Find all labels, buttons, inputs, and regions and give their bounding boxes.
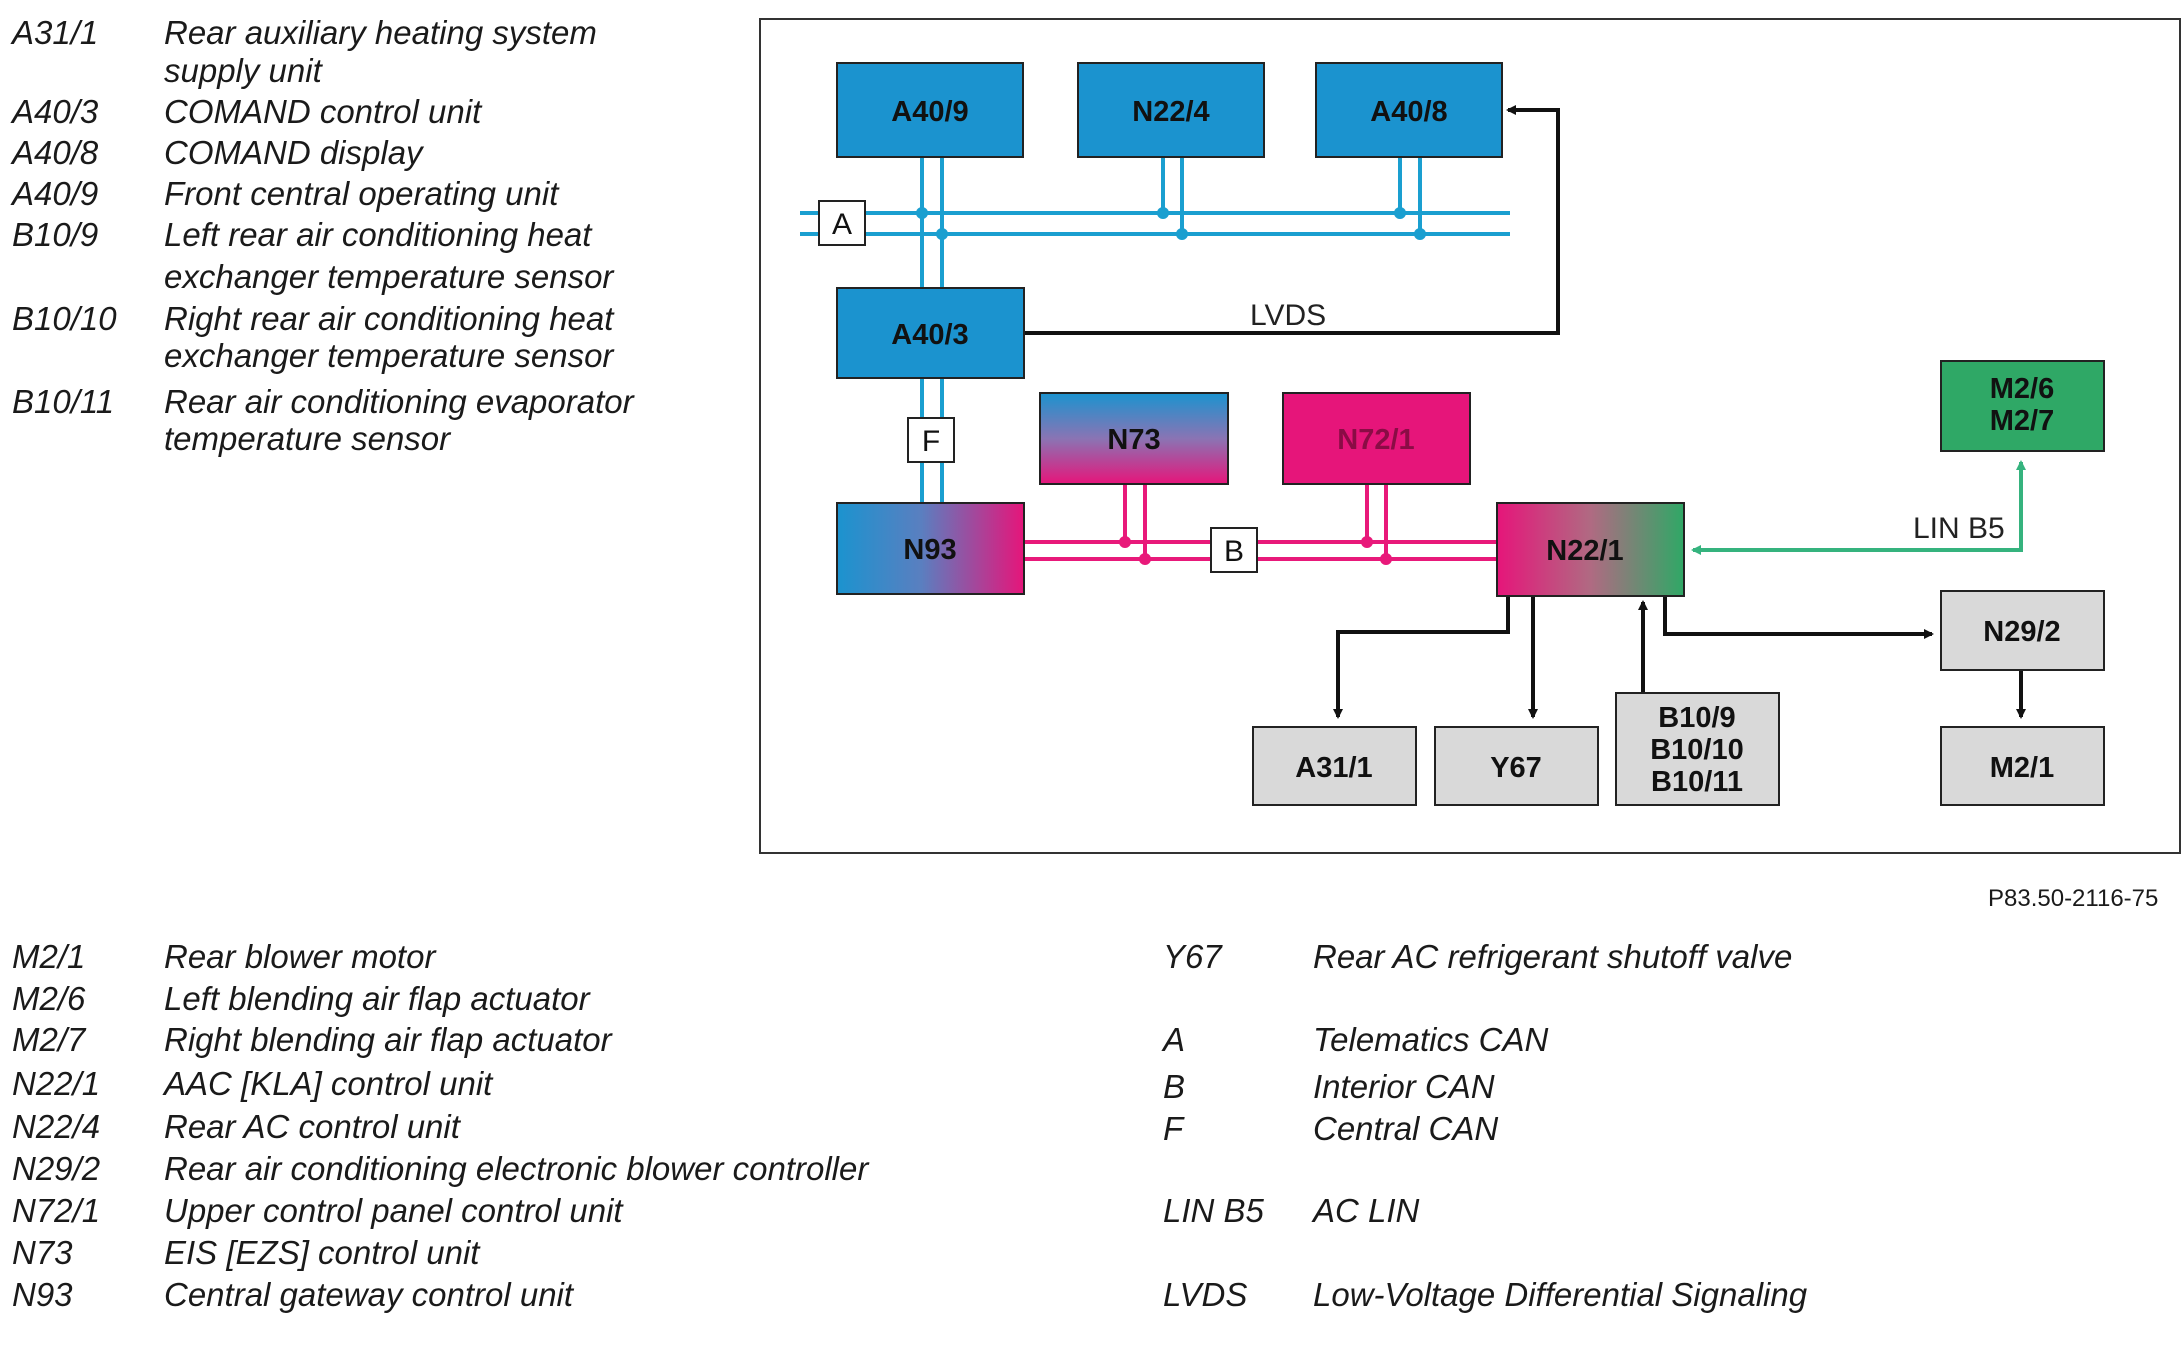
module-a31-1-box <box>1252 726 1417 806</box>
module-y67-box <box>1434 726 1599 806</box>
legend-code: N22/4 <box>12 1108 101 1145</box>
legend-description: Front central operating unit <box>164 175 559 212</box>
module-n73-box <box>1039 392 1229 485</box>
legend-description: Interior CAN <box>1313 1068 1495 1105</box>
reference-number: P83.50-2116-75 <box>1988 885 2159 912</box>
module-m2-1-box <box>1940 726 2105 806</box>
legend-code: N72/1 <box>12 1192 101 1229</box>
legend-code: LIN B5 <box>1163 1192 1264 1229</box>
legend-code: B10/11 <box>12 383 115 420</box>
legend-code: N93 <box>12 1276 73 1313</box>
legend-code: A40/8 <box>12 134 99 171</box>
legend-description: EIS [EZS] control unit <box>164 1234 480 1271</box>
module-n22-4-label: N22/4 <box>1132 96 1209 128</box>
legend-code: B <box>1163 1068 1186 1105</box>
legend-code: M2/6 <box>12 980 86 1017</box>
module-y67-label: Y67 <box>1490 752 1542 784</box>
telematics-can-bus <box>800 157 1510 288</box>
legend-code: N73 <box>12 1234 73 1271</box>
diagram-frame <box>759 18 2181 854</box>
lvds-label: LVDS <box>1250 299 1326 332</box>
bus-tag-a-label: A <box>832 208 852 241</box>
module-n29-2-box <box>1940 590 2105 671</box>
legend-description: Rear AC refrigerant shutoff valve <box>1313 938 1793 975</box>
legend-description: Rear blower motor <box>164 938 436 975</box>
module-a40-3-label: A40/3 <box>891 319 968 351</box>
module-n72-1-box <box>1282 392 1471 485</box>
legend-code: B10/9 <box>12 216 99 253</box>
legend-description: Rear AC control unit <box>164 1108 460 1145</box>
module-b10-10-label: B10/10 <box>1650 734 1744 766</box>
legend-description: Rear air conditioning electronic blower … <box>164 1150 869 1187</box>
legend-code: A40/9 <box>12 175 99 212</box>
legend-code: N29/2 <box>12 1150 101 1187</box>
bus-tag-f-label: F <box>922 425 940 458</box>
module-m2-6-label: M2/6 <box>1990 373 2054 405</box>
module-b10-11-label: B10/11 <box>1651 766 1743 798</box>
module-n22-4-box <box>1077 62 1265 158</box>
legend-code: F <box>1163 1110 1184 1147</box>
legend-description-line2: exchanger temperature sensor <box>164 258 614 295</box>
legend-description: Rear auxiliary heating system <box>164 14 597 51</box>
module-n73-label: N73 <box>1107 424 1160 456</box>
legend-code: Y67 <box>1163 938 1222 975</box>
legend-code: M2/1 <box>12 938 86 975</box>
interior-can-nodes <box>1119 536 1392 565</box>
module-a40-9-label: A40/9 <box>891 96 968 128</box>
legend-code: LVDS <box>1163 1276 1248 1313</box>
legend-description: Right rear air conditioning heat <box>164 300 614 337</box>
module-n93-label: N93 <box>903 534 956 566</box>
bus-tag-b-box <box>1210 527 1258 573</box>
legend-description: Upper control panel control unit <box>164 1192 623 1229</box>
legend-description: Left rear air conditioning heat <box>164 216 592 253</box>
module-n93-box <box>836 502 1025 595</box>
module-a31-1-label: A31/1 <box>1295 752 1372 784</box>
module-a40-8-box <box>1315 62 1503 158</box>
module-a40-9-box <box>836 62 1024 158</box>
legend-description: Central gateway control unit <box>164 1276 574 1313</box>
legend-code: B10/10 <box>12 300 117 337</box>
legend-description: Rear air conditioning evaporator <box>164 383 634 420</box>
interior-can-bus <box>1022 484 1497 561</box>
legend-code: N22/1 <box>12 1065 101 1102</box>
lvds-line <box>1024 105 1560 335</box>
legend-description: COMAND control unit <box>164 93 482 130</box>
lin-b5-label: LIN B5 <box>1913 512 2005 545</box>
legend-description: Left blending air flap actuator <box>164 980 590 1017</box>
legend-code: A <box>1163 1021 1186 1058</box>
module-a40-8-label: A40/8 <box>1370 96 1447 128</box>
legend-description: Right blending air flap actuator <box>164 1021 612 1058</box>
legend-description-line2: supply unit <box>164 52 322 89</box>
telematics-can-nodes <box>916 207 1426 240</box>
legend-description: Low-Voltage Differential Signaling <box>1313 1276 1808 1313</box>
bus-tag-a-box <box>818 200 866 246</box>
n22-1-connections <box>1333 596 2026 719</box>
legend-description: Central CAN <box>1313 1110 1499 1147</box>
legend-code: A40/3 <box>12 93 99 130</box>
legend-code: A31/1 <box>12 14 99 51</box>
legend-description: AC LIN <box>1313 1192 1420 1229</box>
bus-tag-b-label: B <box>1224 535 1244 568</box>
legend-description-line2: exchanger temperature sensor <box>164 337 614 374</box>
module-b10-sensors-box <box>1615 692 1780 806</box>
module-m2-6-m2-7-box <box>1940 360 2105 452</box>
legend-description-line2: temperature sensor <box>164 420 451 457</box>
module-a40-3-box <box>836 287 1025 379</box>
module-b10-9-label: B10/9 <box>1658 702 1735 734</box>
bus-tag-f-box <box>907 417 955 463</box>
module-n22-1-box <box>1496 502 1685 597</box>
legend-description: Telematics CAN <box>1313 1021 1549 1058</box>
module-n22-1-label: N22/1 <box>1546 535 1623 567</box>
module-n29-2-label: N29/2 <box>1983 616 2060 648</box>
module-m2-7-label: M2/7 <box>1990 405 2054 437</box>
legend-description: COMAND display <box>164 134 423 171</box>
legend-code: M2/7 <box>12 1021 86 1058</box>
module-n72-1-label: N72/1 <box>1337 424 1414 456</box>
legend-description: AAC [KLA] control unit <box>164 1065 493 1102</box>
module-m2-1-label: M2/1 <box>1990 752 2054 784</box>
